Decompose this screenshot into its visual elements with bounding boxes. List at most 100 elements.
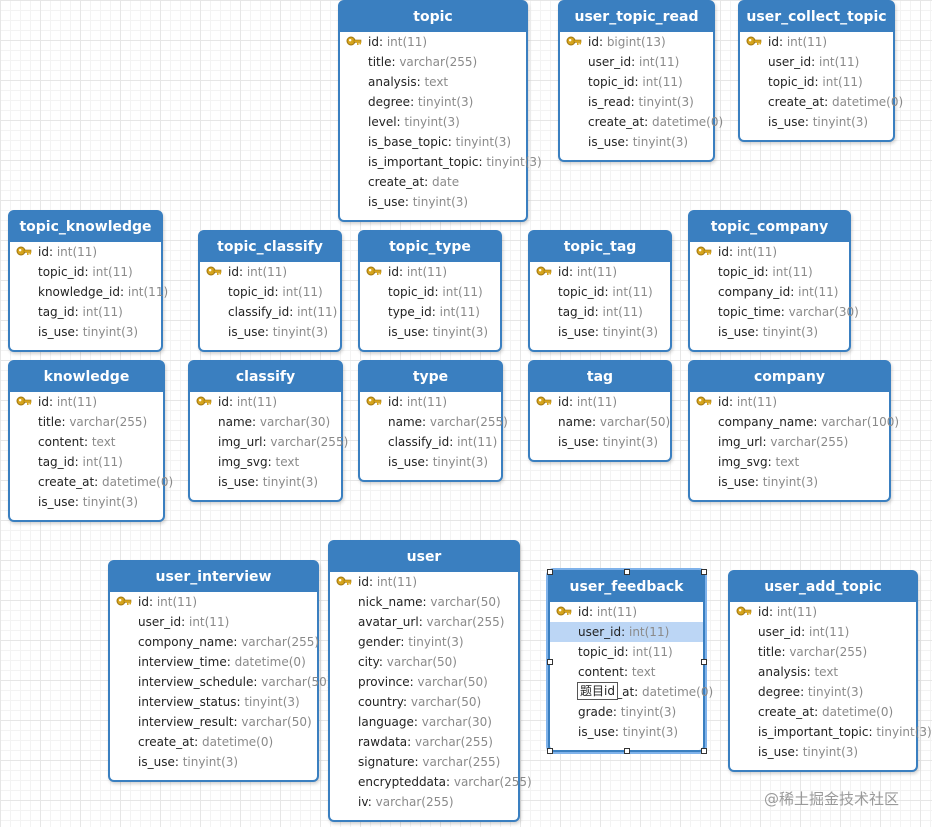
field-row[interactable]: id: int(11): [730, 602, 916, 622]
field-row[interactable]: user_id: int(11): [730, 622, 916, 642]
field-row[interactable]: id: int(11): [550, 602, 703, 622]
field-row[interactable]: is_important_topic: tinyint(3): [730, 722, 932, 742]
field-row[interactable]: is_use: tinyint(3): [200, 322, 340, 342]
field-row[interactable]: interview_time: datetime(0): [110, 652, 317, 672]
field-row[interactable]: is_use: tinyint(3): [690, 472, 889, 492]
field-row[interactable]: name: varchar(30): [190, 412, 341, 432]
field-row[interactable]: is_use: tinyint(3): [340, 192, 526, 212]
field-row[interactable]: country: varchar(50): [330, 692, 518, 712]
field-row[interactable]: is_use: tinyint(3): [10, 322, 161, 342]
field-row[interactable]: create_at: datetime(0): [10, 472, 173, 492]
resize-handle[interactable]: [547, 658, 553, 665]
field-row[interactable]: img_url: varchar(255): [190, 432, 348, 452]
field-row[interactable]: id: int(11): [740, 32, 893, 52]
resize-handle[interactable]: [547, 748, 553, 754]
field-row[interactable]: rawdata: varchar(255): [330, 732, 518, 752]
field-row[interactable]: create_at: datetime(0): [550, 682, 713, 702]
field-row[interactable]: language: varchar(30): [330, 712, 518, 732]
field-row[interactable]: id: int(11): [360, 262, 500, 282]
table-header[interactable]: user_topic_read: [560, 2, 713, 32]
table-header[interactable]: topic_tag: [530, 232, 670, 262]
field-row[interactable]: title: varchar(255): [10, 412, 163, 432]
field-row[interactable]: topic_id: int(11): [740, 72, 893, 92]
field-row[interactable]: tag_id: int(11): [530, 302, 670, 322]
resize-handle[interactable]: [547, 569, 553, 575]
field-row[interactable]: tag_id: int(11): [10, 302, 161, 322]
field-row[interactable]: interview_status: tinyint(3): [110, 692, 317, 712]
field-row[interactable]: is_use: tinyint(3): [690, 322, 849, 342]
field-row[interactable]: nick_name: varchar(50): [330, 592, 518, 612]
field-row[interactable]: type_id: int(11): [360, 302, 500, 322]
table-header[interactable]: tag: [530, 362, 670, 392]
field-row[interactable]: id: int(11): [330, 572, 518, 592]
table-header[interactable]: user_interview: [110, 562, 317, 592]
table-header[interactable]: user_add_topic: [730, 572, 916, 602]
field-row[interactable]: topic_id: int(11): [200, 282, 340, 302]
field-row[interactable]: id: int(11): [360, 392, 501, 412]
field-row[interactable]: create_at: datetime(0): [110, 732, 317, 752]
field-row[interactable]: interview_result: varchar(50): [110, 712, 317, 732]
table-header[interactable]: user_collect_topic: [740, 2, 893, 32]
field-row[interactable]: is_use: tinyint(3): [190, 472, 341, 492]
field-row[interactable]: degree: tinyint(3): [730, 682, 916, 702]
field-row[interactable]: is_use: tinyint(3): [110, 752, 317, 772]
field-row[interactable]: img_svg: text: [190, 452, 341, 472]
field-row[interactable]: compony_name: varchar(255): [110, 632, 319, 652]
table-header[interactable]: user: [330, 542, 518, 572]
field-row[interactable]: is_base_topic: tinyint(3): [340, 132, 526, 152]
field-row[interactable]: analysis: text: [730, 662, 916, 682]
field-row[interactable]: is_use: tinyint(3): [550, 722, 703, 742]
field-row[interactable]: name: varchar(255): [360, 412, 508, 432]
field-row[interactable]: create_at: datetime(0): [560, 112, 723, 132]
resize-handle[interactable]: [701, 748, 707, 754]
field-row[interactable]: is_use: tinyint(3): [560, 132, 713, 152]
field-row[interactable]: title: varchar(255): [340, 52, 526, 72]
field-row[interactable]: encrypteddata: varchar(255): [330, 772, 532, 792]
table-header[interactable]: topic_classify: [200, 232, 340, 262]
field-row[interactable]: is_use: tinyint(3): [530, 322, 670, 342]
table-header[interactable]: type: [360, 362, 501, 392]
field-row[interactable]: topic_id: int(11): [360, 282, 500, 302]
table-header[interactable]: classify: [190, 362, 341, 392]
field-row[interactable]: topic_id: int(11): [550, 642, 703, 662]
field-row[interactable]: create_at: datetime(0): [740, 92, 903, 112]
field-row[interactable]: tag_id: int(11): [10, 452, 163, 472]
table-header[interactable]: user_feedback: [550, 572, 703, 602]
table-header[interactable]: topic: [340, 2, 526, 32]
field-row[interactable]: signature: varchar(255): [330, 752, 518, 772]
field-row[interactable]: id: int(11): [190, 392, 341, 412]
field-row[interactable]: id: bigint(13): [560, 32, 713, 52]
field-row[interactable]: content: text: [550, 662, 703, 682]
field-row[interactable]: id: int(11): [200, 262, 340, 282]
table-header[interactable]: knowledge: [10, 362, 163, 392]
field-row[interactable]: user_id: int(11): [560, 52, 713, 72]
field-row[interactable]: iv: varchar(255): [330, 792, 518, 812]
field-row[interactable]: is_use: tinyint(3): [740, 112, 893, 132]
field-row[interactable]: id: int(11): [110, 592, 317, 612]
field-row[interactable]: create_at: datetime(0): [730, 702, 916, 722]
table-header[interactable]: topic_company: [690, 212, 849, 242]
field-row[interactable]: is_important_topic: tinyint(3): [340, 152, 542, 172]
field-row[interactable]: analysis: text: [340, 72, 526, 92]
field-row[interactable]: name: varchar(50): [530, 412, 670, 432]
field-row[interactable]: degree: tinyint(3): [340, 92, 526, 112]
field-row[interactable]: avatar_url: varchar(255): [330, 612, 518, 632]
field-row[interactable]: id: int(11): [530, 392, 670, 412]
field-row[interactable]: company_id: int(11): [690, 282, 849, 302]
field-row[interactable]: img_svg: text: [690, 452, 889, 472]
resize-handle[interactable]: [624, 569, 630, 575]
field-row[interactable]: company_name: varchar(100): [690, 412, 899, 432]
field-row[interactable]: level: tinyint(3): [340, 112, 526, 132]
table-header[interactable]: topic_type: [360, 232, 500, 262]
